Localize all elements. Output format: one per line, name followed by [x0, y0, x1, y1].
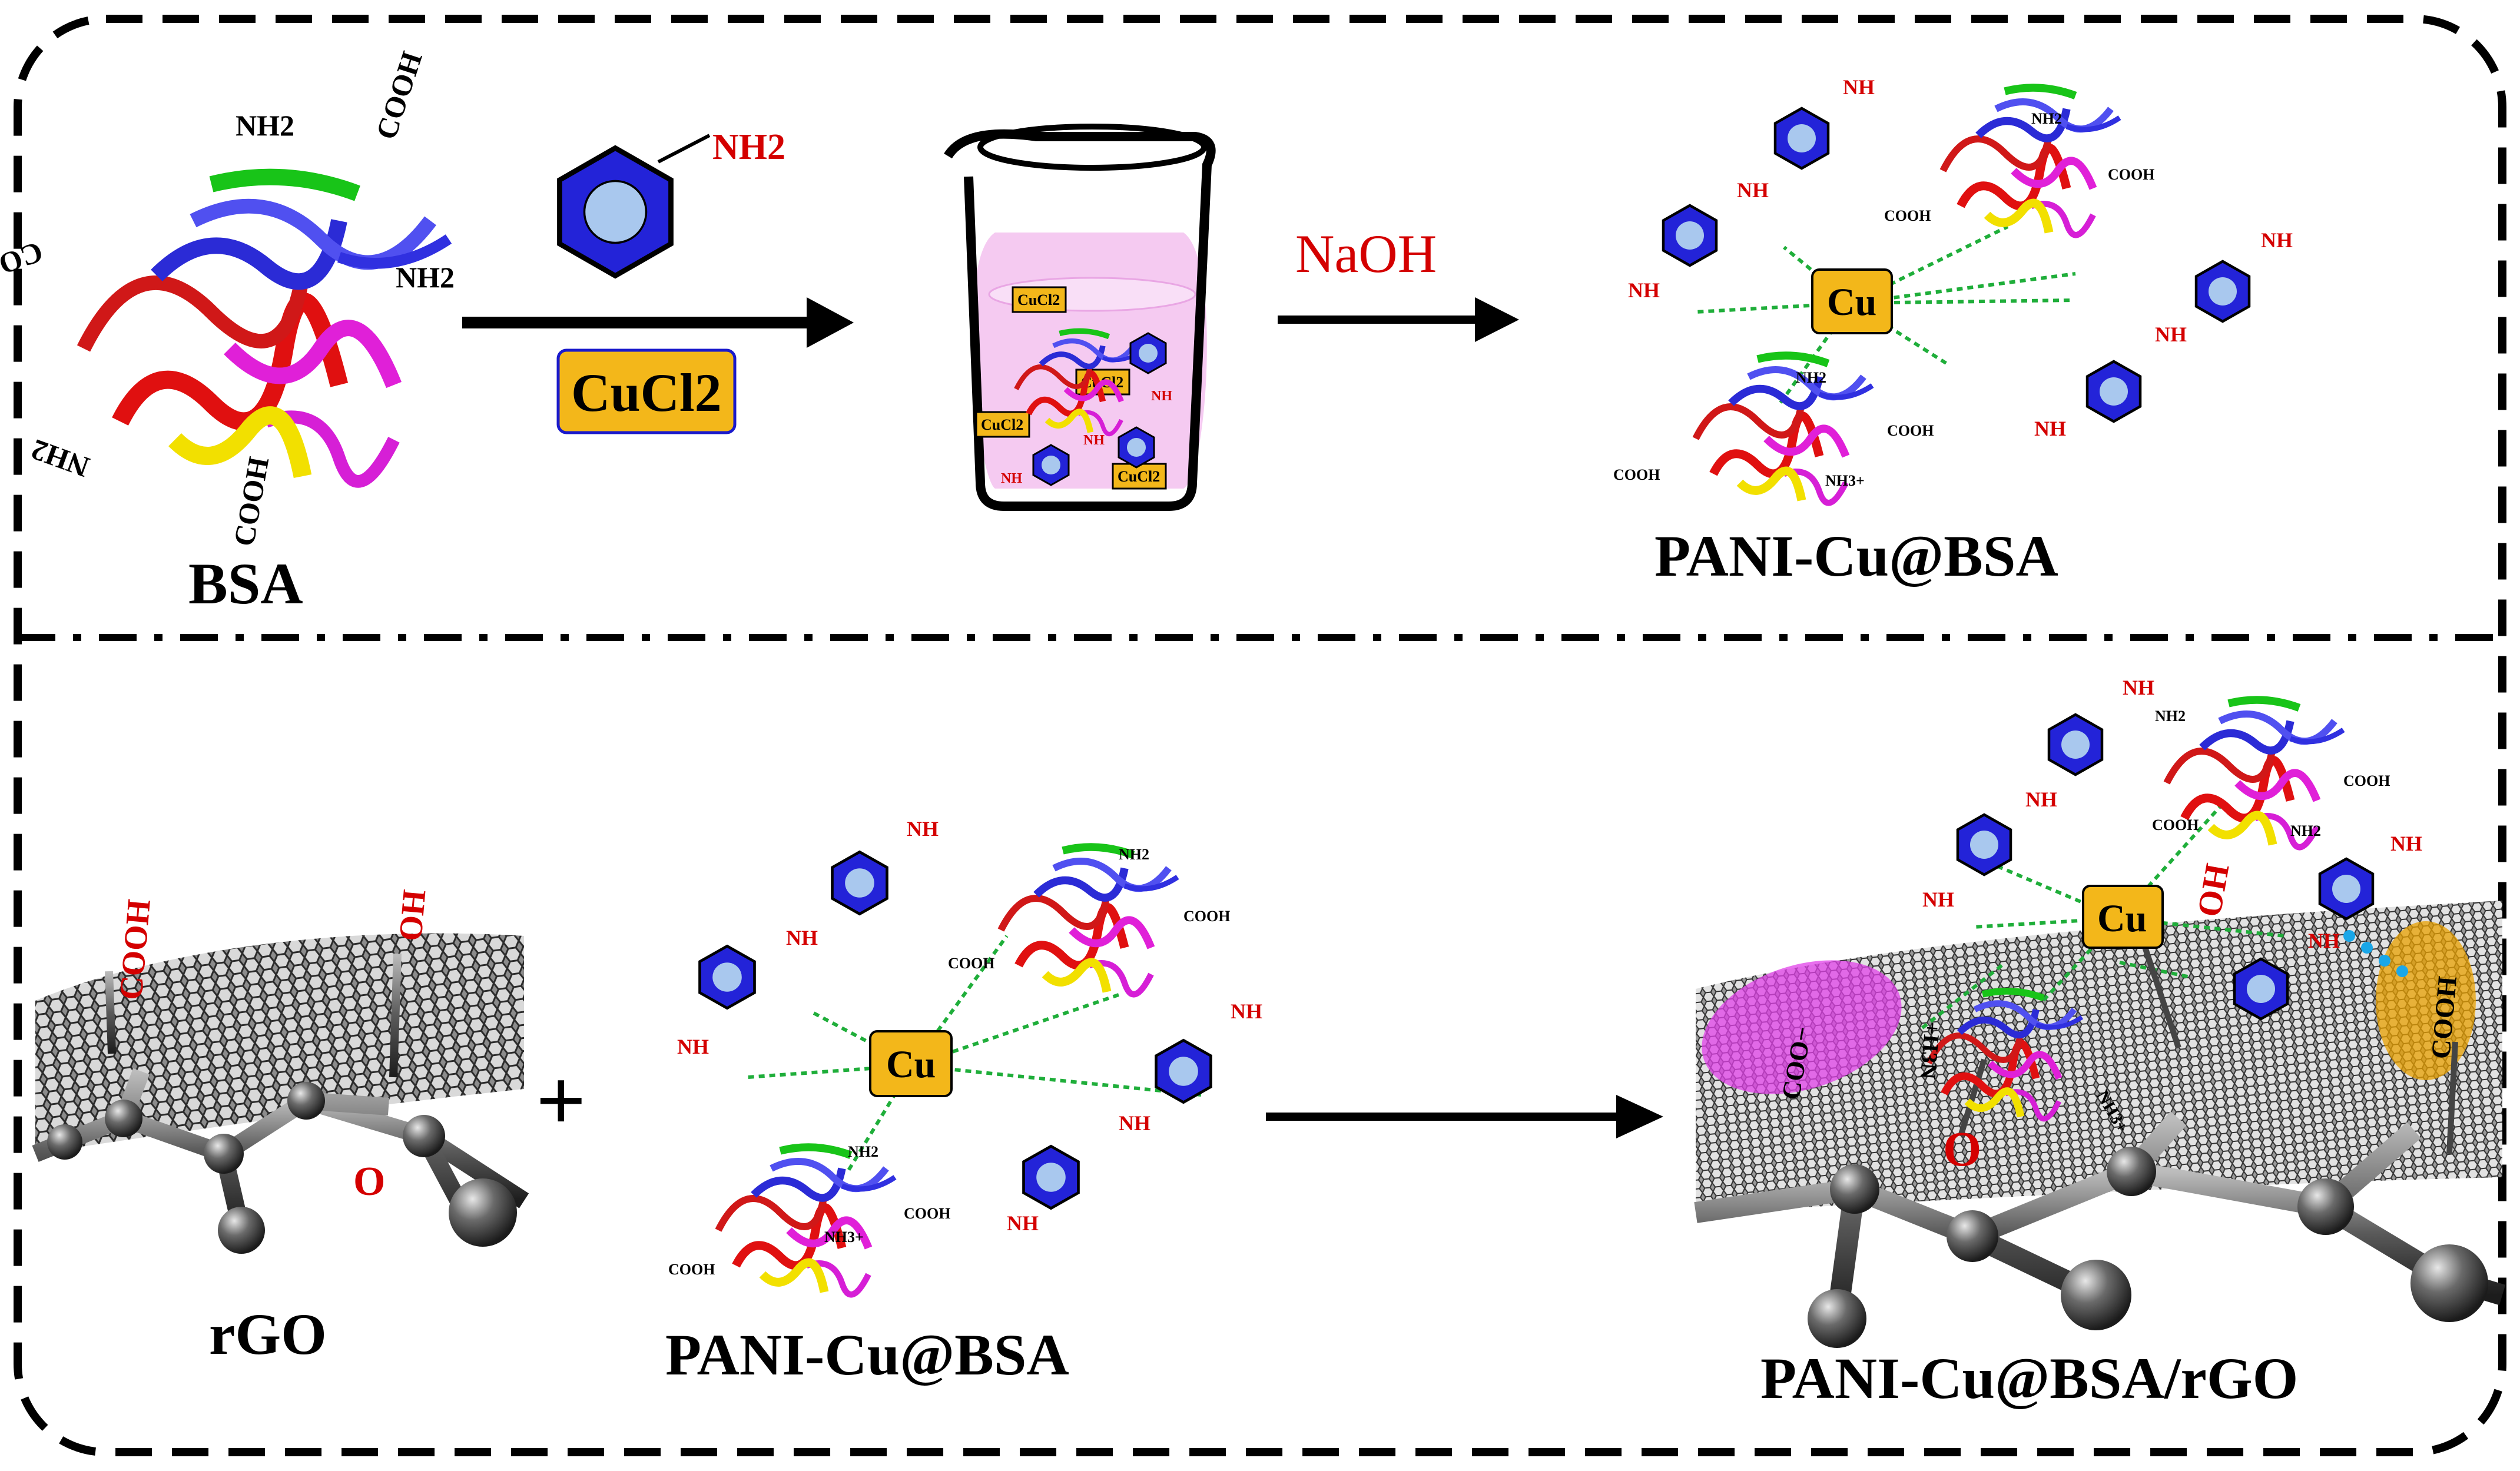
- final-composite: Cu NH NH NH NH NH COOH NH2 COOH NH2 OH O…: [1694, 676, 2506, 1348]
- beaker-cucl2-4: CuCl2: [1118, 468, 1160, 485]
- bsa-group-cooh-c: COOH: [227, 454, 276, 549]
- complex-middle-cooh3: COOH: [904, 1205, 950, 1222]
- complex-top-nh3: NH: [1843, 75, 1875, 99]
- complex-final-nh2b: NH2: [2290, 822, 2321, 839]
- complex-middle-nh5: NH: [1119, 1111, 1150, 1135]
- final-oh: OH: [2190, 861, 2237, 919]
- beaker-nh-3: NH: [1083, 433, 1105, 448]
- bsa-group-cooh-b: COOH: [0, 235, 47, 297]
- complex-final-nh2: NH: [2025, 788, 2057, 811]
- product-label-top: PANI-Cu@BSA: [1654, 523, 2058, 589]
- complex-top-cooh4: COOH: [1613, 466, 1660, 483]
- cucl2-reagent-label: CuCl2: [571, 363, 722, 423]
- outer-frame: [14, 15, 2506, 1456]
- arrow-step3: [1266, 1095, 1663, 1138]
- complex-final-nh4: NH: [2308, 929, 2340, 952]
- rgo-oh: OH: [392, 888, 433, 942]
- complex-top-nh4: NH: [2034, 417, 2066, 440]
- plus-sign: +: [536, 1052, 586, 1150]
- gold-interaction-blob: [2376, 921, 2476, 1080]
- complex-middle-nh1: NH: [677, 1035, 709, 1058]
- aniline-ring: [560, 148, 671, 276]
- complex-middle-nh4: NH: [1007, 1211, 1039, 1235]
- bsa-group-nh2-b: NH2: [396, 261, 455, 294]
- middle-label: PANI-Cu@BSA: [665, 1322, 1069, 1387]
- aniline-nh2: NH2: [712, 127, 785, 167]
- final-cooh: COOH: [2425, 975, 2462, 1060]
- rgo-o: O: [353, 1159, 385, 1204]
- bsa-label: BSA: [188, 551, 303, 616]
- complex-top-nh1: NH: [1628, 278, 1660, 302]
- final-label: PANI-Cu@BSA/rGO: [1760, 1346, 2298, 1411]
- final-nh3: +H3N: [1915, 1021, 1945, 1080]
- complex-middle-nh3: NH: [907, 817, 939, 841]
- complex-middle-cooh4: COOH: [668, 1261, 715, 1278]
- complex-middle-cooh2: COOH: [948, 955, 994, 972]
- bsa-group-nh2-c: NH2: [27, 433, 94, 484]
- complex-top-nh2: NH: [1737, 178, 1769, 202]
- complex-middle-cu: Cu: [886, 1043, 936, 1086]
- bsa-group-cooh-a: COOH: [369, 48, 429, 144]
- beaker: CuCl2 CuCl2 CuCl2 CuCl2 NH NH NH: [944, 124, 1216, 511]
- complex-top-cu: Cu: [1827, 281, 1876, 324]
- complex-final-cooh1: COOH: [2343, 772, 2390, 789]
- beaker-cucl2-3: CuCl2: [981, 416, 1023, 433]
- complex-top-cooh1: COOH: [2108, 166, 2154, 183]
- complex-top-nh3a: NH3+: [1825, 472, 1865, 489]
- arrow-step2: [1278, 297, 1519, 342]
- complex-final-nh2a: NH2: [2155, 708, 2186, 725]
- complex-top-nh2b: NH2: [1796, 369, 1826, 386]
- complex-top-nh6: NH: [2261, 228, 2293, 252]
- final-o: O: [1943, 1122, 1981, 1177]
- beaker-nh-2: NH: [1151, 388, 1172, 404]
- complex-final-nh3: NH: [2123, 676, 2154, 699]
- bsa-protein: [84, 177, 449, 482]
- rgo-sheet: COOH OH O: [32, 888, 529, 1254]
- beaker-cucl2-1: CuCl2: [1017, 291, 1060, 308]
- beaker-nh-1: NH: [1001, 471, 1022, 486]
- cucl2-reagent-box: [556, 348, 737, 434]
- complex-middle-nh2: NH: [786, 926, 818, 949]
- naoh-label: NaOH: [1295, 224, 1437, 284]
- complex-middle-nh2a: NH2: [1119, 846, 1149, 863]
- complex-middle-nh3a: NH3+: [824, 1228, 864, 1246]
- complex-final-cu: Cu: [2097, 897, 2147, 940]
- complex-final-cooh2: COOH: [2152, 816, 2199, 834]
- complex-middle-cooh1: COOH: [1183, 908, 1230, 925]
- complex-final-nh1: NH: [1922, 888, 1954, 911]
- complex-middle-nh6: NH: [1231, 1000, 1262, 1023]
- complex-top-nh2a: NH2: [2031, 110, 2062, 127]
- complex-top-nh5: NH: [2155, 323, 2187, 346]
- arrow-step1: [462, 297, 854, 348]
- complex-final-nh5: NH: [2390, 832, 2422, 855]
- complex-top-cooh3: COOH: [1887, 422, 1934, 439]
- complex-middle: Cu NH NH NH NH NH NH COOH NH2 COOH COOH …: [668, 817, 1262, 1294]
- magenta-interaction-blob: [1702, 960, 1902, 1094]
- complex-middle-nh2b: NH2: [848, 1143, 878, 1160]
- rgo-cooh: COOH: [112, 898, 158, 1001]
- complex-top: Cu NH NH NH NH NH NH COOH NH2 COOH COOH …: [1613, 75, 2293, 503]
- bsa-group-nh2-a: NH2: [236, 109, 294, 142]
- rgo-label: rGO: [209, 1301, 327, 1367]
- complex-top-cooh2: COOH: [1884, 207, 1931, 224]
